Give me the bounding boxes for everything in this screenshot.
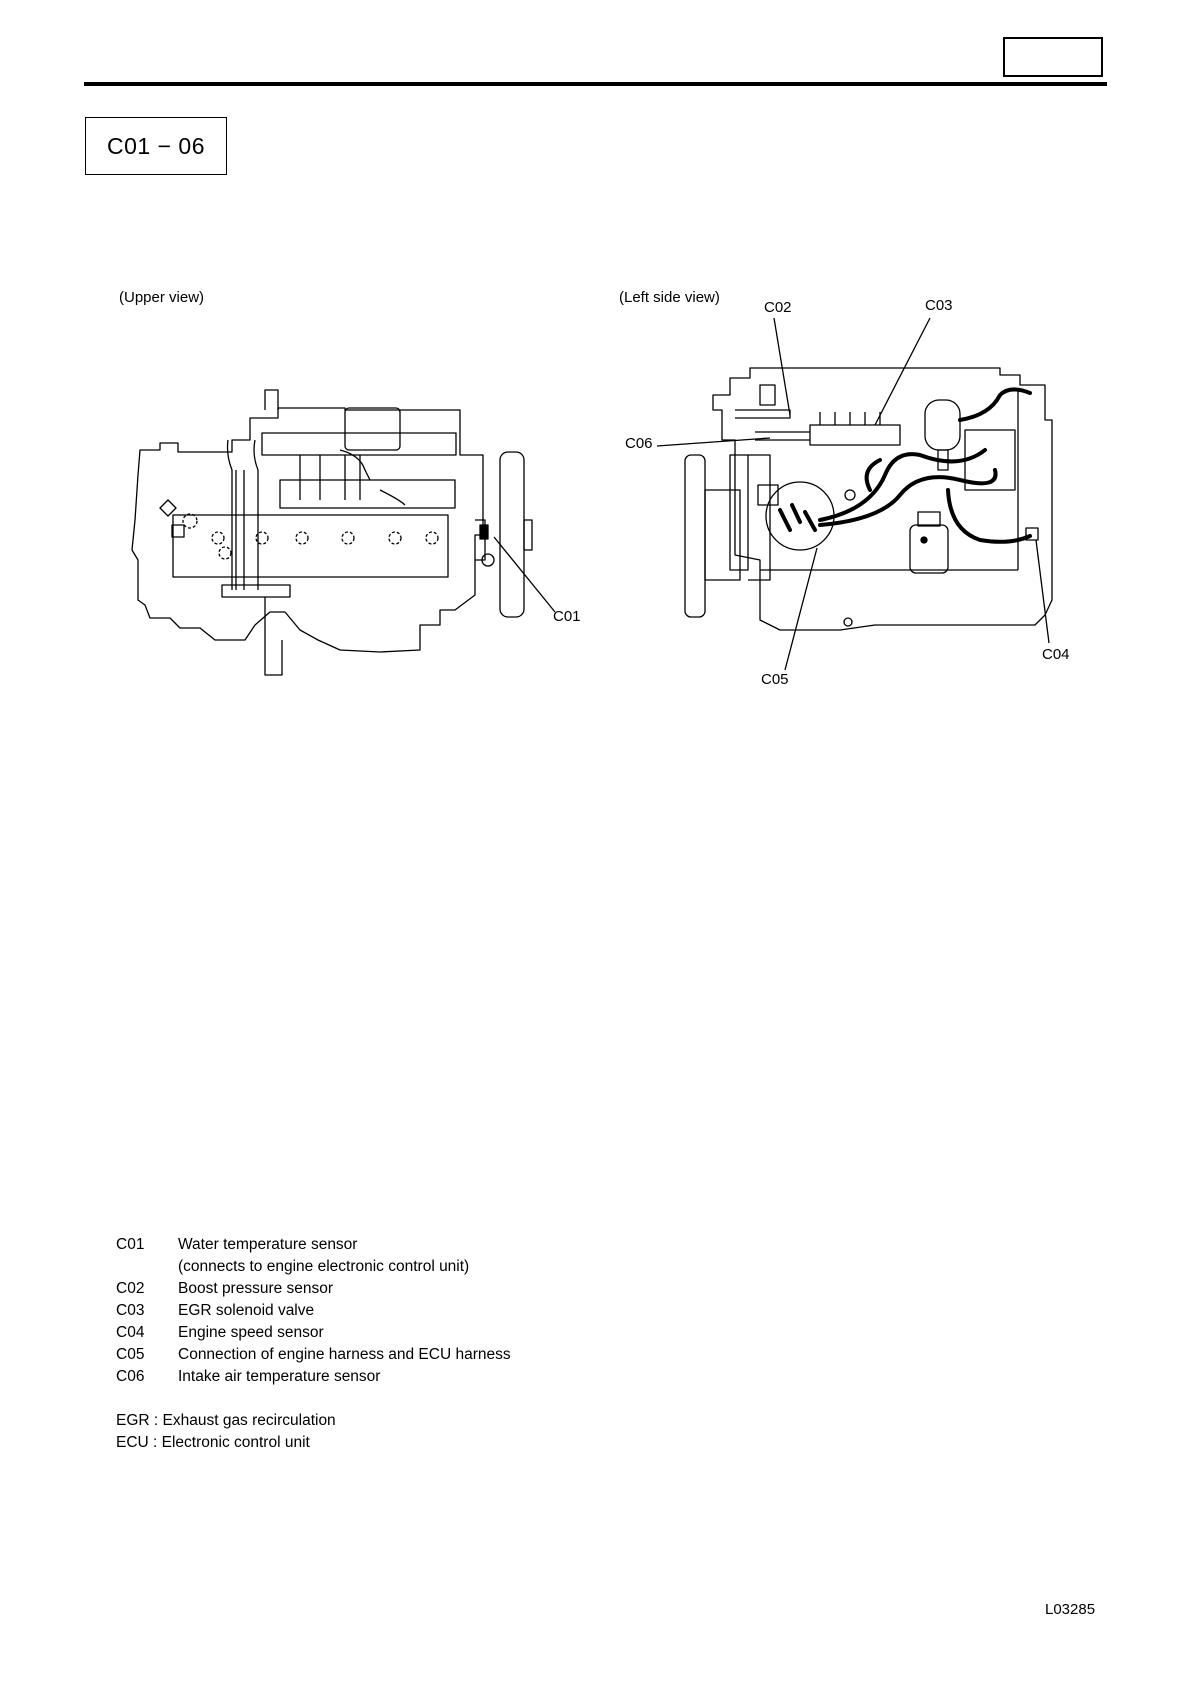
legend-code: C04: [116, 1324, 145, 1341]
left-side-view-label: (Left side view): [619, 289, 720, 306]
legend-code: C05: [116, 1346, 145, 1363]
section-code-box: C01 − 06: [85, 117, 227, 175]
abbreviation-ecu: ECU : Electronic control unit: [116, 1434, 310, 1451]
legend-row: C03 EGR solenoid valve: [116, 1300, 511, 1322]
callout-c05: C05: [761, 671, 789, 688]
abbreviations: EGR : Exhaust gas recirculation ECU : El…: [116, 1410, 336, 1454]
legend-desc: Intake air temperature sensor: [178, 1368, 381, 1385]
callout-c06: C06: [625, 435, 653, 452]
callout-c03: C03: [925, 297, 953, 314]
speed-sensor-box: [1025, 527, 1039, 541]
c06-leader-line: [656, 437, 771, 447]
abbreviation-egr: EGR : Exhaust gas recirculation: [116, 1412, 336, 1429]
upper-view-label: (Upper view): [119, 289, 205, 306]
wiring-harness: [778, 387, 1032, 544]
callout-c02: C02: [764, 299, 792, 316]
c02-leader-line: [773, 317, 791, 416]
legend-desc: Connection of engine harness and ECU har…: [178, 1346, 511, 1363]
legend-desc: Water temperature sensor: [178, 1236, 358, 1253]
legend-row: C02 Boost pressure sensor: [116, 1278, 511, 1300]
c05-leader-line: [784, 547, 818, 671]
legend-desc: (connects to engine electronic control u…: [178, 1258, 470, 1275]
document-code: L03285: [1045, 1601, 1096, 1618]
legend-row: C01 Water temperature sensor: [116, 1234, 511, 1256]
left-side-view-engine: [684, 367, 1053, 631]
legend-code: C06: [116, 1368, 145, 1385]
callout-c04: C04: [1042, 646, 1070, 663]
legend-row: C05 Connection of engine harness and ECU …: [116, 1344, 511, 1366]
legend: C01 Water temperature sensor (connects to…: [116, 1234, 511, 1388]
legend-row: C06 Intake air temperature sensor: [116, 1366, 511, 1388]
legend-desc: EGR solenoid valve: [178, 1302, 315, 1319]
header-rule: [84, 82, 1107, 86]
legend-code: C03: [116, 1302, 145, 1319]
legend-row: C04 Engine speed sensor: [116, 1322, 511, 1344]
legend-desc: Engine speed sensor: [178, 1324, 324, 1341]
upper-view-engine: [131, 389, 533, 676]
legend-code: C01: [116, 1236, 145, 1253]
legend-desc: Boost pressure sensor: [178, 1280, 334, 1297]
legend-code: [116, 1256, 178, 1278]
c03-leader-line: [874, 317, 931, 426]
legend-code: C02: [116, 1280, 145, 1297]
c01-leader-line: [493, 536, 556, 613]
engine-diagram: [131, 317, 1053, 676]
callout-c01: C01: [553, 608, 581, 625]
page-number-box: [1003, 37, 1103, 77]
section-code: C01 − 06: [107, 132, 205, 159]
c04-leader-line: [1035, 539, 1050, 644]
legend-row: (connects to engine electronic control u…: [116, 1256, 511, 1278]
